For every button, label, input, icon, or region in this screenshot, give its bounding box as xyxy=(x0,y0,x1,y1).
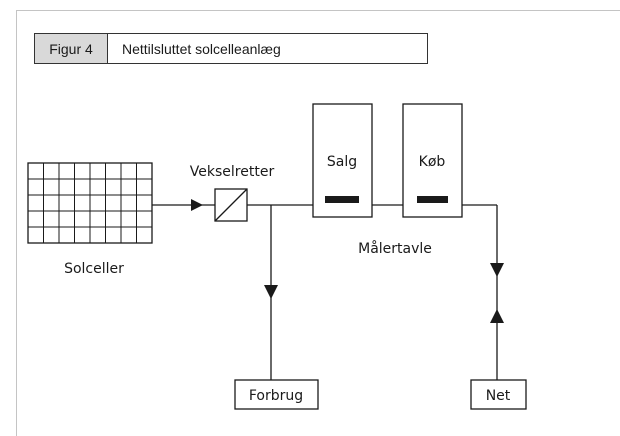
flow-arrows xyxy=(191,199,504,323)
meter-buy xyxy=(402,103,463,218)
meter-sell xyxy=(312,103,373,218)
grid-label: Net xyxy=(486,388,511,404)
arrow-right-icon xyxy=(191,199,203,211)
meter-sell-label: Salg xyxy=(327,154,357,170)
frame-top-border xyxy=(16,10,620,11)
figure-number: Figur 4 xyxy=(35,34,108,63)
meter-buy-label: Køb xyxy=(419,154,446,170)
frame-left-border xyxy=(16,10,17,436)
grid-box xyxy=(470,379,527,410)
solar-cells-label: Solceller xyxy=(64,261,124,277)
consumption-label: Forbrug xyxy=(249,388,303,404)
figure-header: Figur 4 Nettilsluttet solcelleanlæg xyxy=(34,33,428,64)
solar-panel-icon xyxy=(27,162,153,244)
meter-board-label: Målertavle xyxy=(358,240,432,257)
wiring xyxy=(152,204,498,380)
arrow-up-icon xyxy=(490,309,504,323)
inverter-icon xyxy=(214,188,248,222)
figure-title: Nettilsluttet solcelleanlæg xyxy=(122,40,281,57)
arrow-down-icon xyxy=(264,285,278,299)
consumption-box xyxy=(234,379,319,410)
arrow-down-icon xyxy=(490,263,504,277)
inverter-label: Vekselretter xyxy=(190,164,275,180)
